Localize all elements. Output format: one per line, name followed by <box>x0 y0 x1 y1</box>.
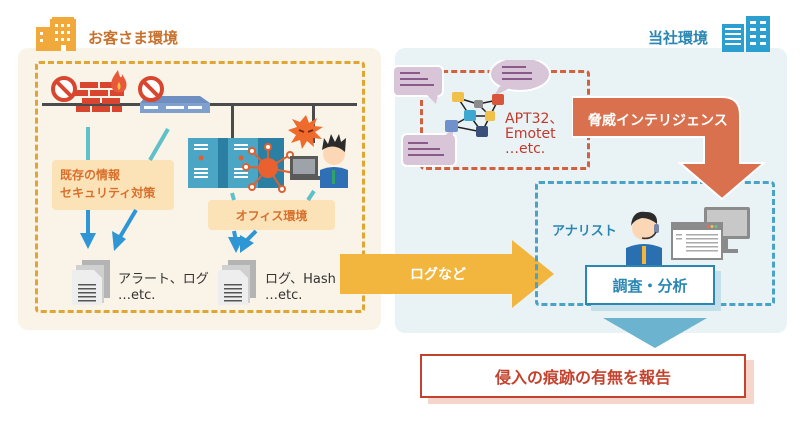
threat-actor-list: APT32、 Emotet …etc. <box>505 112 563 157</box>
logs-flow-arrow <box>340 240 554 308</box>
customer-building-icon <box>36 17 76 51</box>
threat-intel-label: 脅威インテリジェンス <box>588 113 728 129</box>
threat-network-graphic <box>392 60 551 167</box>
alert-log-text: アラート、ログ …etc. <box>118 272 209 304</box>
threat-actor-apt32: APT32、 <box>505 111 564 127</box>
alert-log-line1: アラート、ログ <box>118 272 209 287</box>
customer-environment-title: お客さま環境 <box>88 29 179 47</box>
speech-bubble <box>489 60 551 96</box>
speech-bubble <box>401 128 457 167</box>
company-environment-title: 当社環境 <box>648 29 709 47</box>
office-worker-icon <box>290 134 348 188</box>
existing-security-line1: 既存の情報 <box>60 168 121 182</box>
analyst-workstation-icon <box>671 207 750 260</box>
speech-bubble <box>392 65 444 104</box>
network-drop-servers <box>231 103 234 143</box>
existing-security-line2: セキュリティ対策 <box>60 186 156 200</box>
existing-security-label: 既存の情報 セキュリティ対策 <box>52 160 174 210</box>
analyst-label: アナリスト <box>552 224 617 239</box>
arrow-heads <box>80 231 254 253</box>
logs-arrow-label: ログなど <box>410 267 466 283</box>
alert-log-line2: …etc. <box>118 288 156 303</box>
office-environment-label: オフィス環境 <box>208 200 335 230</box>
data-flow-arrows <box>80 127 316 253</box>
result-down-arrow <box>603 318 707 348</box>
report-intrusion-box: 侵入の痕跡の有無を報告 <box>420 354 746 398</box>
company-building-icon <box>722 16 770 52</box>
analyst-icon <box>626 211 662 266</box>
customer-network-boundary <box>35 61 365 313</box>
threat-actor-etc: …etc. <box>505 141 546 157</box>
malware-burst-icon <box>288 115 323 149</box>
log-hash-text: ログ、Hash …etc. <box>265 272 336 304</box>
virus-icon <box>242 143 298 193</box>
document-stack-icon <box>218 260 256 305</box>
log-hash-line1: ログ、Hash <box>265 272 336 287</box>
prohibited-icon <box>51 76 77 102</box>
threat-intel-arrow <box>572 96 767 201</box>
prohibited-icon <box>138 76 164 102</box>
threat-actor-emotet: Emotet <box>505 126 556 142</box>
investigation-analysis-box: 調査・分析 <box>585 265 715 305</box>
document-stack-icon <box>72 260 110 305</box>
firewall-icon <box>74 70 127 112</box>
log-hash-line2: …etc. <box>265 288 303 303</box>
